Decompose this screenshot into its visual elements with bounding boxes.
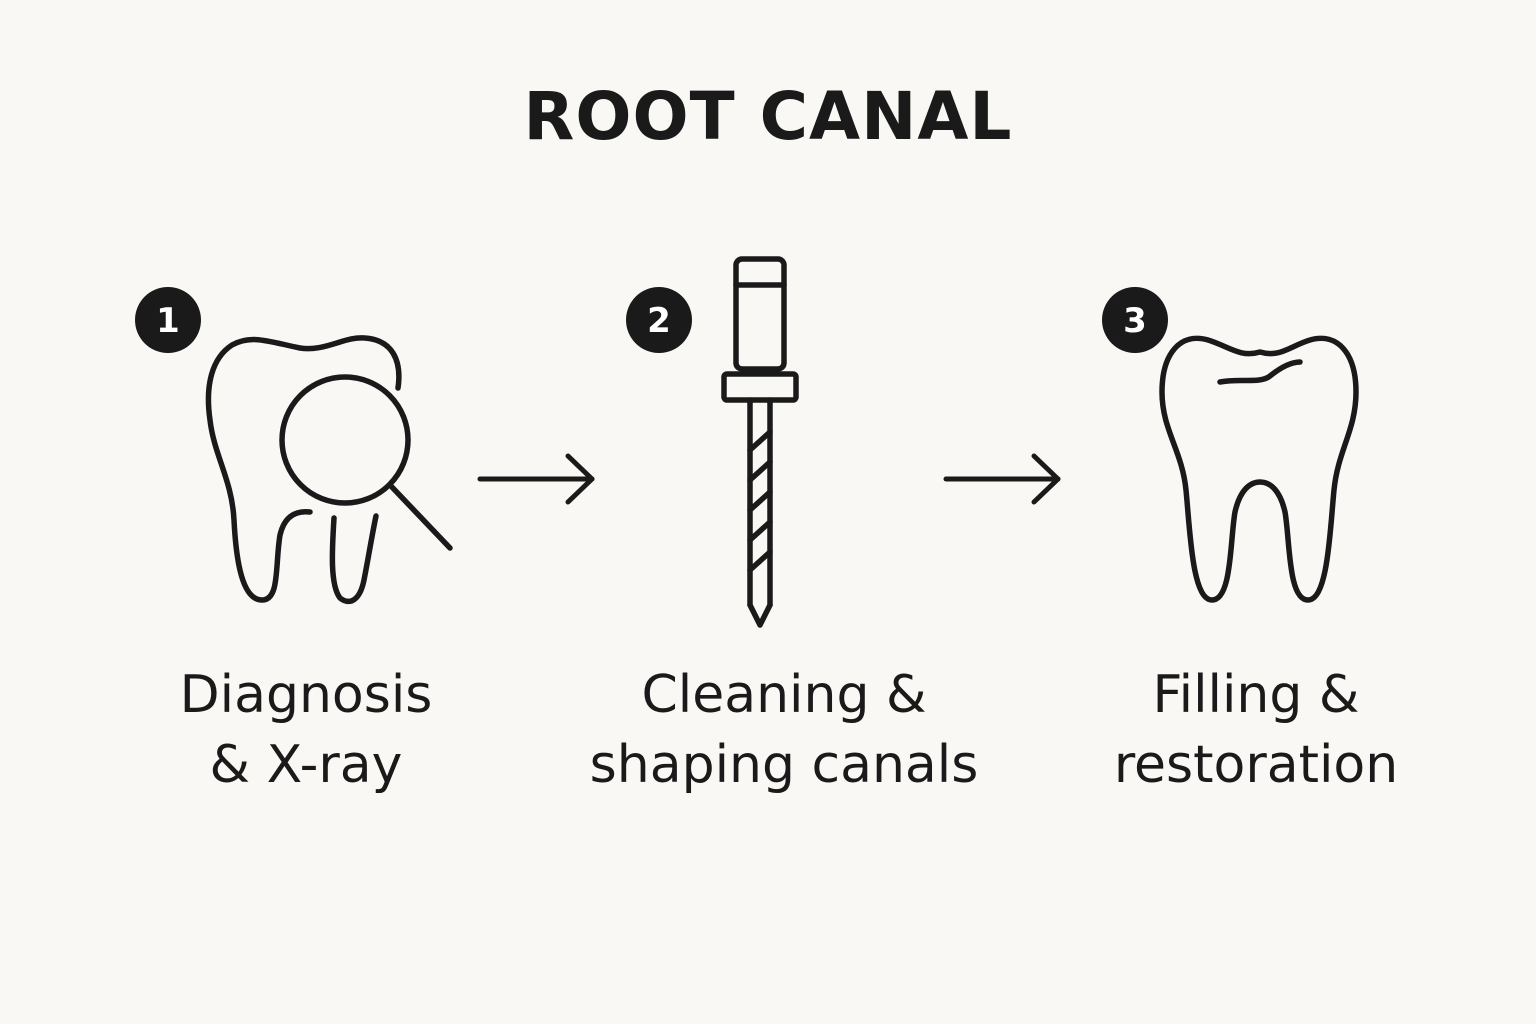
restored-tooth-icon [1159, 335, 1359, 603]
page-title: ROOT CANAL [523, 78, 1013, 155]
step-3-label: Filling & restoration [1056, 660, 1456, 800]
step-2-label: Cleaning & shaping canals [534, 660, 1034, 800]
step-2-label-line-2: shaping canals [589, 735, 979, 795]
endodontic-file-icon [721, 256, 799, 628]
step-2-badge: 2 [626, 287, 692, 353]
step-1-badge: 1 [135, 287, 201, 353]
step-3-label-line-1: Filling & [1152, 665, 1360, 725]
step-3-badge: 3 [1102, 287, 1168, 353]
step-1-label-line-1: Diagnosis [179, 665, 433, 725]
arrow-right-icon [477, 453, 595, 505]
step-1-number: 1 [156, 301, 180, 341]
arrow-right-icon [943, 453, 1061, 505]
step-3-label-line-2: restoration [1113, 735, 1399, 795]
tooth-with-magnifying-glass-icon [205, 335, 453, 605]
step-3-number: 3 [1123, 301, 1147, 341]
step-1-label-line-2: & X-ray [209, 735, 403, 795]
step-2-number: 2 [647, 301, 671, 341]
step-1-label: Diagnosis & X-ray [106, 660, 506, 800]
step-2-label-line-1: Cleaning & [641, 665, 927, 725]
